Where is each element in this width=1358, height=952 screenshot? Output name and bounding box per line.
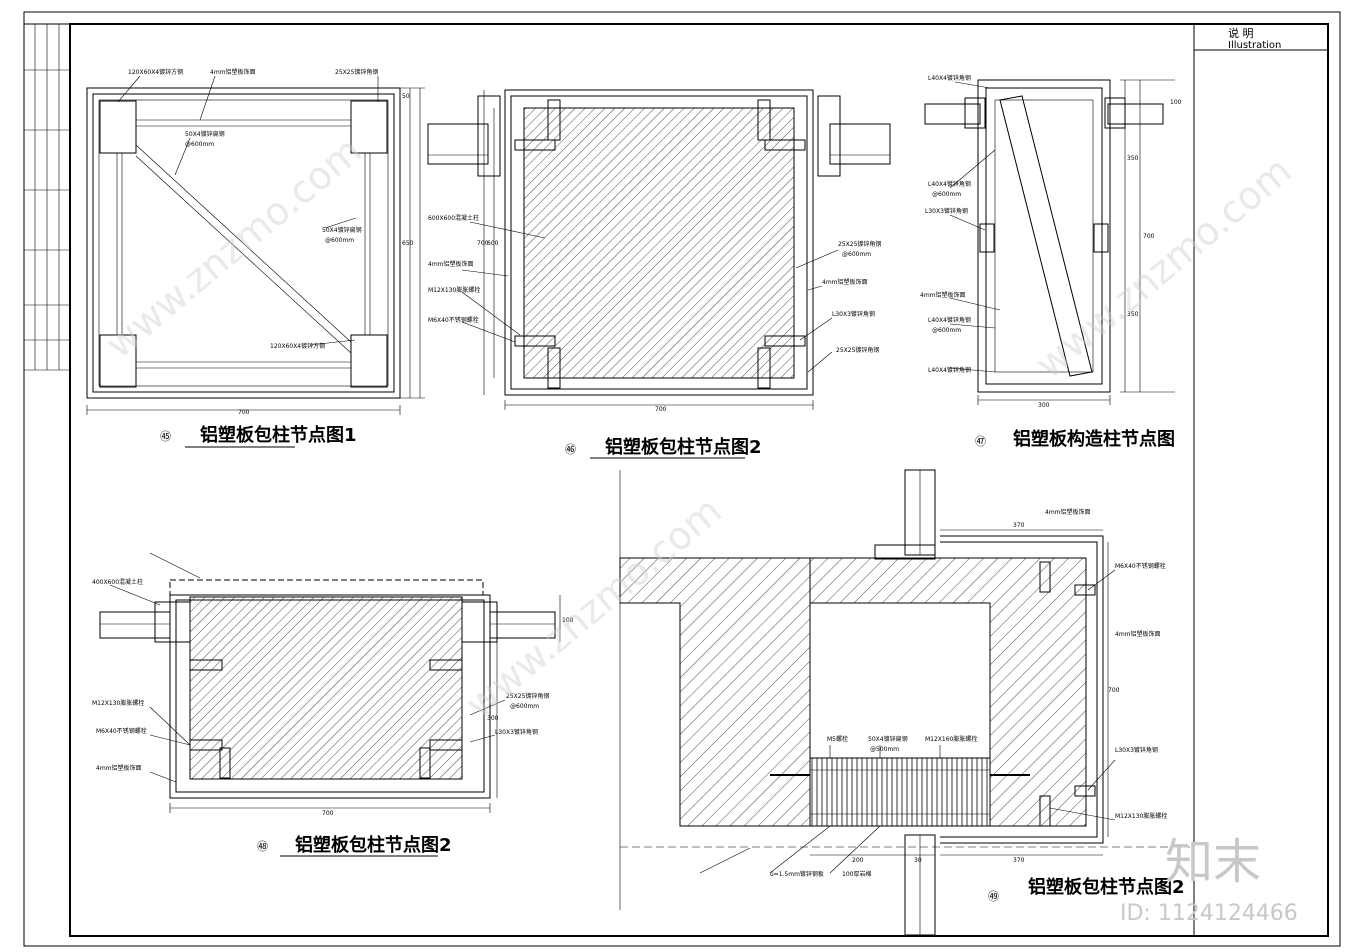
dim-text: 100 [1170, 99, 1182, 106]
detail-49-drawing [619, 469, 1190, 936]
label-text: @600mm [932, 327, 961, 334]
label-text: 4mm铝塑板饰面 [920, 291, 966, 299]
label-text: 25X25镀锌角钢 [838, 240, 881, 248]
detail-46-title: 铝塑板包柱节点图2 [605, 436, 762, 458]
label-text: L40X4镀锌角钢 [928, 366, 971, 374]
dim-text: 200 [852, 857, 864, 864]
dim-text: 700 [238, 409, 250, 416]
label-text: M5螺栓 [827, 735, 848, 743]
detail-48-drawing [99, 552, 561, 813]
label-text: 4mm铝塑板饰面 [1045, 508, 1091, 516]
label-text: 120X60X4镀锌方钢 [128, 68, 183, 76]
label-text: @600mm [842, 251, 871, 258]
label-text: @600mm [325, 237, 354, 244]
label-text: 100厚岩棉 [842, 870, 871, 878]
label-text: 25X25镀锌角钢 [506, 692, 549, 700]
detail-47-number: ㊼ [975, 435, 986, 448]
label-text: 120X60X4镀锌方钢 [270, 342, 325, 350]
label-text: @600mm [932, 191, 961, 198]
dim-text: 700 [1143, 233, 1155, 240]
detail-46-labels: 600X600混凝土柱 4mm铝塑板饰面 M12X130膨胀螺栓 M6X40不锈… [428, 214, 881, 413]
label-text: 25X25镀锌角钢 [335, 68, 378, 76]
label-text: 4mm铝塑板饰面 [1115, 630, 1161, 638]
label-text: 50X4镀锌扁钢 [322, 226, 362, 234]
label-text: @600mm [185, 141, 214, 148]
label-text: 400X600混凝土柱 [92, 578, 143, 586]
detail-47-title: 铝塑板构造柱节点图 [1013, 428, 1175, 450]
detail-45-number: ㊺ [160, 430, 171, 443]
label-text: 25X25镀锌角钢 [836, 346, 879, 354]
label-text: L40X4镀锌角钢 [928, 180, 971, 188]
label-text: L30X3镀锌角钢 [1115, 746, 1158, 754]
label-text: @600mm [510, 703, 539, 710]
watermark-site: www.znzmo.com [98, 128, 370, 367]
label-text: 4mm铝塑板饰面 [822, 278, 868, 286]
label-text: M12X130膨胀螺栓 [1115, 812, 1167, 820]
label-text: 50X4镀锌扁钢 [868, 735, 908, 743]
detail-47-drawing [924, 79, 1175, 405]
detail-48-labels: 400X600混凝土柱 M12X130膨胀螺栓 M6X40不锈钢螺栓 4mm铝塑… [92, 578, 574, 817]
label-text: M12X130膨胀螺栓 [428, 286, 480, 294]
dim-text: 700 [322, 810, 334, 817]
dim-text: 30 [914, 857, 922, 864]
dim-text: 300 [1038, 402, 1050, 409]
detail-47-labels: L40X4镀锌角钢 L40X4镀锌角钢 @600mm L30X3镀锌角钢 4mm… [920, 74, 1182, 409]
label-text: L40X4镀锌角钢 [928, 74, 971, 82]
label-text: M6X40不锈钢螺栓 [428, 316, 479, 324]
dim-text: 300 [487, 715, 499, 722]
watermark-id: ID: 1124124466 [1120, 901, 1298, 926]
label-text: M6X40不锈钢螺栓 [1115, 562, 1166, 570]
label-text: L40X4镀锌角钢 [928, 316, 971, 324]
label-text: @500mm [870, 746, 899, 753]
detail-49-labels: 4mm铝塑板饰面 M6X40不锈钢螺栓 4mm铝塑板饰面 M5螺栓 50X4镀锌… [770, 508, 1167, 878]
dim-text: 50 [402, 93, 410, 100]
label-text: L30X3镀锌角钢 [832, 310, 875, 318]
label-text: M6X40不锈钢螺栓 [96, 727, 147, 735]
label-text: M12X160膨胀螺栓 [925, 735, 977, 743]
detail-45-drawing [86, 75, 425, 415]
label-text: L30X3镀锌角钢 [495, 728, 538, 736]
detail-46-number: ㊻ [565, 443, 576, 456]
label-text: 4mm铝塑板饰面 [96, 764, 142, 772]
detail-46-drawing [427, 89, 891, 410]
dim-text: 370 [1013, 857, 1025, 864]
detail-49-number: ㊾ [988, 890, 999, 903]
dim-text: 600 [487, 240, 499, 247]
dim-text: 350 [1127, 155, 1139, 162]
label-text: 4mm铝塑板饰面 [210, 68, 256, 76]
dim-text: 350 [1127, 311, 1139, 318]
dim-text: 100 [562, 617, 574, 624]
detail-49-title: 铝塑板包柱节点图2 [1028, 876, 1185, 898]
label-text: 4mm铝塑板饰面 [428, 260, 474, 268]
header-title-en: Illustration [1228, 40, 1281, 51]
detail-48-number: ㊽ [257, 840, 268, 853]
header-title-cn: 说 明 [1228, 26, 1254, 40]
sheet-frame [23, 11, 1341, 947]
detail-45-title: 铝塑板包柱节点图1 [200, 424, 357, 446]
detail-45-labels: 120X60X4镀锌方钢 4mm铝塑板饰面 25X25镀锌角钢 50X4镀锌扁钢… [128, 68, 414, 416]
dim-text: 370 [1013, 522, 1025, 529]
dim-text: 650 [402, 240, 414, 247]
label-text: δ=1.5mm镀锌钢板 [770, 870, 824, 878]
watermark-logo: 知末 [1165, 834, 1261, 890]
label-text: L30X3镀锌角钢 [925, 207, 968, 215]
dim-text: 700 [477, 240, 489, 247]
detail-48-title: 铝塑板包柱节点图2 [295, 834, 452, 856]
dim-text: 700 [1108, 687, 1120, 694]
label-text: M12X130膨胀螺栓 [92, 699, 144, 707]
dim-text: 700 [655, 406, 667, 413]
watermark-site: www.znzmo.com [1028, 148, 1300, 387]
label-text: 600X600混凝土柱 [428, 214, 479, 222]
label-text: 50X4镀锌扁钢 [185, 130, 225, 138]
